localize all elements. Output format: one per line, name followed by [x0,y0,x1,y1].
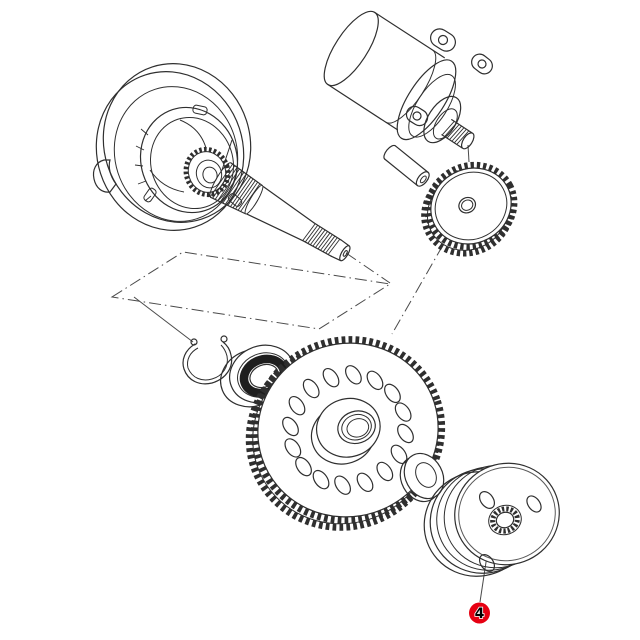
motor-mount-ear-right [471,53,493,75]
crankcase-plane-outline [110,251,392,330]
circlip-illustration [182,335,233,385]
part-callout-4[interactable]: 4 [469,602,490,624]
motor-mount-ear-bottom [405,105,429,127]
callout-number-text: 4 [475,606,485,622]
starter-wheel-gear-illustration [245,336,446,531]
motor-mount-ear-top [430,28,456,52]
starter-clutch-illustration [423,462,560,577]
crankshaft-assembly-illustration [92,63,351,262]
gear-axis-line [391,244,444,335]
idle-gear-pin-illustration [383,144,430,187]
circlip-leader-line [133,296,194,343]
crank-axis-line [345,252,391,284]
starter-reduction-gear-illustration [421,161,518,257]
thrust-washer-illustration [399,452,445,503]
callout-badge-circle[interactable] [469,602,490,624]
starter-motor-illustration [323,10,493,150]
